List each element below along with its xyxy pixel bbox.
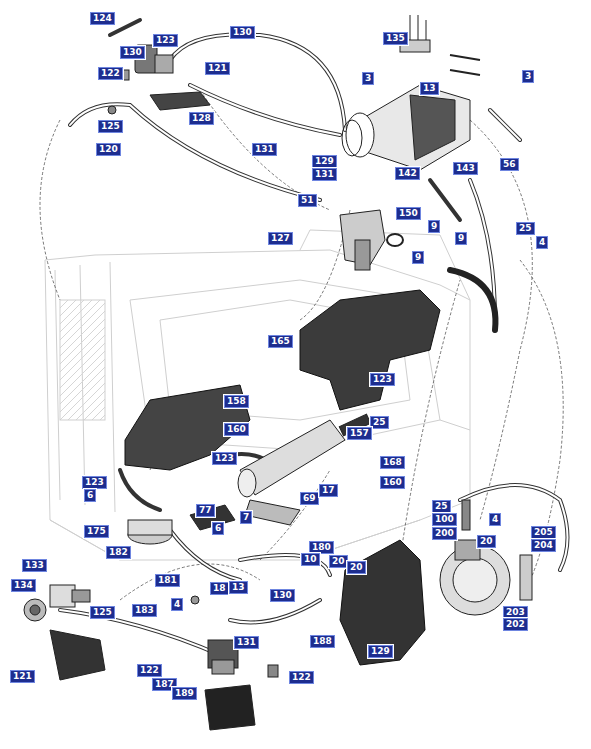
callout-number: 182 — [106, 546, 131, 559]
callout-number: 128 — [189, 112, 214, 125]
callout-number: 100 — [432, 513, 457, 526]
callout-number: 123 — [370, 373, 395, 386]
callout-number: 3 — [522, 70, 534, 83]
callout-number: 4 — [536, 236, 548, 249]
callout-number: 125 — [90, 606, 115, 619]
callout-number: 129 — [368, 645, 393, 658]
callout-number: 25 — [432, 500, 451, 513]
callout-number: 77 — [196, 504, 215, 517]
callout-number: 69 — [300, 492, 319, 505]
callout-number: 175 — [84, 525, 109, 538]
callout-number: 20 — [477, 535, 496, 548]
callout-number: 123 — [153, 34, 178, 47]
callout-number: 4 — [171, 598, 183, 611]
callout-number: 160 — [224, 423, 249, 436]
callout-number: 9 — [412, 251, 424, 264]
callout-number: 204 — [531, 539, 556, 552]
callout-number: 157 — [347, 427, 372, 440]
callout-number: 25 — [516, 222, 535, 235]
callout-number: 6 — [212, 522, 224, 535]
callout-number: 123 — [82, 476, 107, 489]
callout-number: 7 — [240, 511, 252, 524]
callout-number: 13 — [420, 82, 439, 95]
callout-number: 135 — [383, 32, 408, 45]
callout-number: 150 — [396, 207, 421, 220]
callout-number: 200 — [432, 527, 457, 540]
callout-number: 143 — [453, 162, 478, 175]
callout-number: 142 — [395, 167, 420, 180]
callout-number: 129 — [312, 155, 337, 168]
callout-number: 133 — [22, 559, 47, 572]
callout-number: 6 — [84, 489, 96, 502]
callout-number: 183 — [132, 604, 157, 617]
callout-number: 181 — [155, 574, 180, 587]
callout-number: 165 — [268, 335, 293, 348]
callout-number: 158 — [224, 395, 249, 408]
callout-number: 125 — [98, 120, 123, 133]
callout-number: 4 — [489, 513, 501, 526]
callout-number: 189 — [172, 687, 197, 700]
callout-number: 56 — [500, 158, 519, 171]
callout-number: 202 — [503, 618, 528, 631]
callout-number: 127 — [268, 232, 293, 245]
callout-number: 121 — [205, 62, 230, 75]
callout-number: 205 — [531, 526, 556, 539]
callout-number: 130 — [230, 26, 255, 39]
callout-number: 10 — [301, 553, 320, 566]
callout-number: 131 — [252, 143, 277, 156]
callout-number: 51 — [298, 194, 317, 207]
callout-number: 134 — [11, 579, 36, 592]
callout-number: 20 — [329, 555, 348, 568]
callout-number: 9 — [455, 232, 467, 245]
callout-number: 122 — [98, 67, 123, 80]
callout-number: 131 — [234, 636, 259, 649]
callout-number: 9 — [428, 220, 440, 233]
callout-number: 20 — [347, 561, 366, 574]
callout-number: 13 — [229, 581, 248, 594]
callout-number: 18 — [210, 582, 229, 595]
callout-number: 188 — [310, 635, 335, 648]
callout-number: 17 — [319, 484, 338, 497]
callout-number: 122 — [137, 664, 162, 677]
callout-number: 168 — [380, 456, 405, 469]
callout-number: 130 — [270, 589, 295, 602]
callout-number: 25 — [370, 416, 389, 429]
callout-number: 123 — [212, 452, 237, 465]
callout-number: 3 — [362, 72, 374, 85]
callout-number: 121 — [10, 670, 35, 683]
callout-number: 124 — [90, 12, 115, 25]
callout-number: 120 — [96, 143, 121, 156]
callout-number: 130 — [120, 46, 145, 59]
callout-number: 122 — [289, 671, 314, 684]
callout-number: 160 — [380, 476, 405, 489]
callout-number: 131 — [312, 168, 337, 181]
